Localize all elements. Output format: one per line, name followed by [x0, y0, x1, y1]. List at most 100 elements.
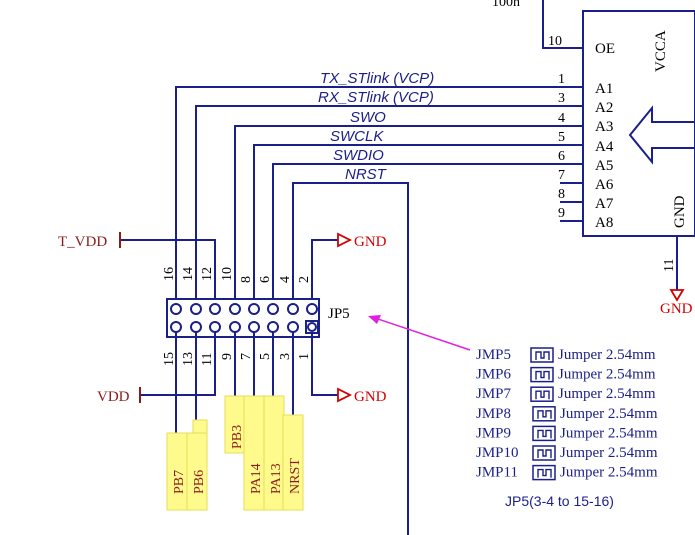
svg-text:PA14: PA14 [249, 463, 264, 494]
pointer-arrow-icon [368, 315, 381, 324]
pin-name: A5 [595, 158, 613, 174]
ic-gnd-label: GND [672, 195, 688, 228]
svg-text:Jumper 2.54mm: Jumper 2.54mm [558, 347, 656, 363]
svg-text:6: 6 [258, 276, 273, 283]
net-label-swdio: SWDIO [333, 147, 384, 164]
vdd-wire [140, 332, 216, 396]
jp5-note: JP5(3-4 to 15-16) [505, 493, 614, 509]
jumper-item: JMP10 Jumper 2.54mm [476, 445, 658, 461]
svg-text:10: 10 [220, 267, 235, 281]
svg-text:9: 9 [220, 353, 235, 360]
svg-text:15: 15 [162, 352, 177, 366]
net-label-swo: SWO [350, 109, 386, 126]
jumper-item: JMP5 Jumper 2.54mm [476, 347, 656, 363]
tvdd-wire [120, 239, 216, 300]
net-wire-swdio [272, 163, 548, 300]
svg-text:Jumper 2.54mm: Jumper 2.54mm [560, 406, 658, 422]
ic-body [582, 10, 695, 237]
svg-text:4: 4 [278, 276, 293, 283]
jp5-body [166, 298, 320, 338]
jumper-item: JMP11 Jumper 2.54mm [476, 465, 658, 481]
svg-text:JMP6: JMP6 [476, 367, 512, 383]
jp5-pins [170, 303, 319, 334]
jumper-item: JMP6 Jumper 2.54mm [476, 367, 656, 383]
pin-num: 1 [558, 72, 565, 87]
pin-name: A7 [595, 196, 614, 212]
svg-text:Jumper 2.54mm: Jumper 2.54mm [560, 425, 658, 441]
ic-pin-a7: 8 A7 [558, 187, 614, 212]
ic-pin-a8: 9 A8 [558, 206, 613, 231]
tag-pa13: PA13 [263, 395, 285, 511]
svg-text:7: 7 [239, 353, 254, 360]
jumper-icon [532, 425, 556, 442]
net-wire-swo [234, 125, 548, 300]
jumper-icon [532, 406, 556, 422]
svg-text:JMP5: JMP5 [476, 347, 511, 363]
svg-text:Jumper 2.54mm: Jumper 2.54mm [558, 367, 656, 383]
pin-num: 7 [558, 168, 565, 183]
pin-name: A6 [595, 177, 614, 193]
svg-text:JMP7: JMP7 [476, 386, 512, 402]
jumper-list: JMP5 Jumper 2.54mm JMP6 Jumper 2.54mm JM… [476, 347, 658, 481]
direction-arrow-icon [628, 105, 695, 165]
pin-name: A4 [595, 139, 614, 155]
oe-wire [542, 0, 583, 49]
pin-num: 4 [558, 111, 565, 126]
tvdd-label: T_VDD [58, 234, 107, 250]
svg-text:3: 3 [278, 353, 293, 360]
gnd-bottom-label: GND [354, 389, 387, 405]
net-label-tx: TX_STlink (VCP) [320, 70, 434, 87]
gnd-symbol-icon [669, 289, 685, 302]
jumper-item: JMP8 Jumper 2.54mm [476, 406, 658, 422]
pin-num: 3 [558, 91, 565, 106]
net-wire-rx [195, 105, 548, 300]
gnd-bottom-wire [311, 332, 338, 396]
net-wire-swclk [253, 144, 548, 300]
jumper-icon [530, 386, 554, 402]
gnd-top-wire [311, 239, 338, 300]
jumper-icon [530, 366, 554, 383]
oe-pin-num: 10 [548, 34, 562, 49]
tag-pb7: PB7 [166, 432, 188, 511]
svg-text:5: 5 [258, 353, 273, 360]
oe-pin-name: OE [595, 41, 615, 57]
svg-text:11: 11 [200, 353, 215, 366]
gnd-right-label: GND [660, 301, 693, 317]
ic-pin-a3: 4 A3 [548, 111, 613, 135]
svg-text:13: 13 [181, 352, 196, 366]
vdd-label: VDD [97, 389, 130, 405]
tag-pa14: PA14 [243, 395, 265, 511]
svg-text:JMP10: JMP10 [476, 445, 519, 461]
ic-pin-a1: 1 A1 [548, 72, 613, 97]
jp5-top-pin-numbers: 16 14 12 10 8 6 4 2 [162, 267, 312, 283]
net-wire-tx [175, 86, 548, 300]
pointer-arrow-line [374, 317, 471, 351]
ic-pin-a5: 6 A5 [548, 149, 613, 174]
svg-text:14: 14 [181, 267, 196, 281]
svg-text:8: 8 [239, 276, 254, 283]
svg-text:NRST: NRST [288, 458, 303, 494]
svg-text:1: 1 [297, 353, 312, 360]
ic-top-label: 100n [492, 0, 520, 10]
svg-text:PB3: PB3 [230, 425, 245, 449]
jumper-item: JMP7 Jumper 2.54mm [476, 386, 656, 402]
svg-text:16: 16 [162, 267, 177, 281]
gnd-top-label: GND [354, 234, 387, 250]
net-label-swclk: SWCLK [330, 128, 384, 145]
net-label-nrst: NRST [345, 166, 388, 183]
pin-name: A3 [595, 119, 613, 135]
pin-name: A2 [595, 100, 613, 116]
pin-num: 8 [558, 187, 565, 202]
jp5-bottom-pin-numbers: 15 13 11 9 7 5 3 1 [162, 352, 312, 366]
svg-text:JMP11: JMP11 [476, 465, 518, 481]
ic-pin-a6: 7 A6 [558, 168, 614, 193]
pin-num: 6 [558, 149, 565, 164]
gnd-pin-num: 11 [662, 259, 677, 272]
pin-name: A8 [595, 215, 613, 231]
svg-text:PA13: PA13 [269, 463, 284, 494]
net-wire-nrst [292, 182, 409, 535]
pin-num: 5 [558, 130, 565, 145]
jumper-item: JMP9 Jumper 2.54mm [476, 425, 658, 441]
svg-text:PB6: PB6 [192, 470, 207, 494]
